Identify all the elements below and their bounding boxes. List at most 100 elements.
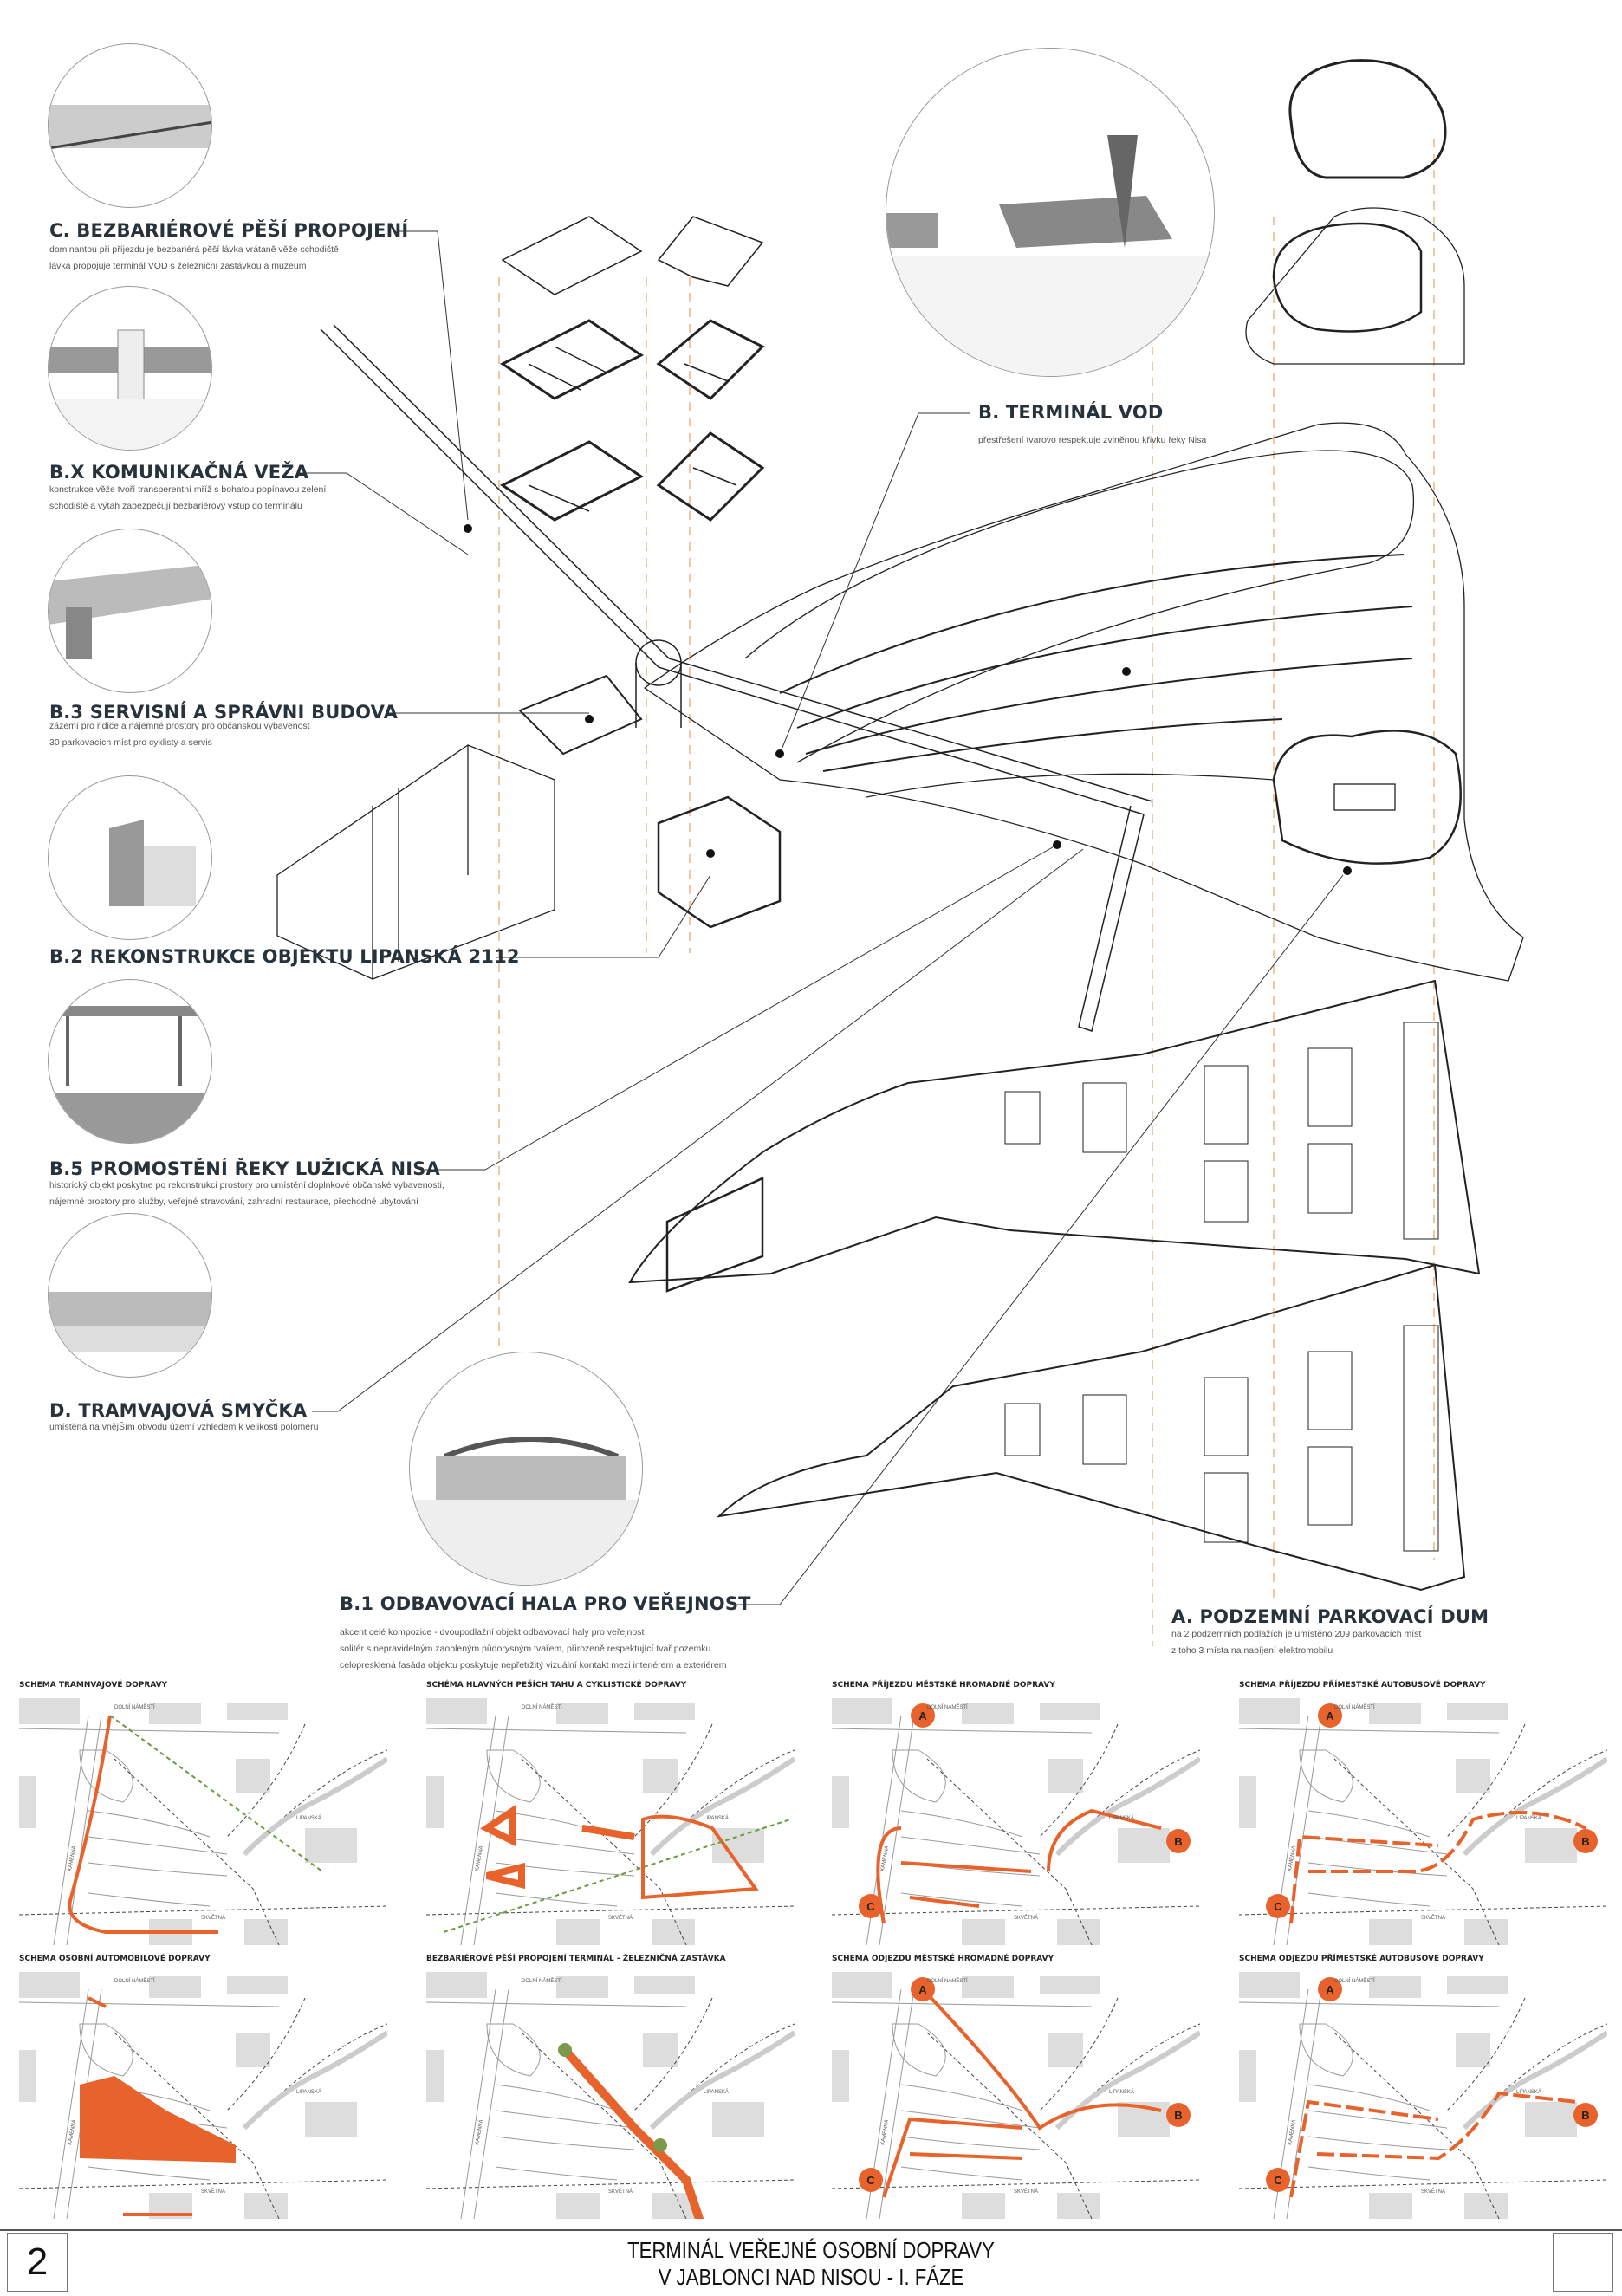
desc-b1-2: solitér s nepravidelným zaobleným půdory… [340, 1644, 711, 1654]
schema-title: SCHEMA PŘÍJEZDU PŘÍMESTSKÉ AUTOBUSOVÉ DO… [1239, 1681, 1486, 1690]
desc-c-1: dominantou při příjezdu je bezbariérá pě… [49, 244, 339, 255]
schema-panel: SCHÉMA HLAVNÝCH PEŠÍCH TAHU A CYKLISTICK… [426, 1681, 795, 1945]
schema-map: DOLNÍ NÁMĚSTÍ SKVĚTNÁ LIPANSKÁ KAMENNÁ [19, 1698, 387, 1945]
heading-b3: B.3 SERVISNÍ A SPRÁVNI BUDOVA [49, 702, 399, 723]
map-label-right: LIPANSKÁ [704, 2089, 729, 2095]
map-lines [426, 1715, 795, 1945]
heading-b: B. TERMINÁL VOD [978, 402, 1164, 423]
map-base [832, 1972, 1170, 2219]
leader-lines [299, 230, 1344, 1605]
point-c-label: C [1274, 2174, 1282, 2187]
desc-b3-1: zázemí pro řidiče a nájemné prostory pro… [49, 721, 310, 731]
map-lines [1239, 1988, 1607, 2219]
map-label-top: DOLNÍ NÁMĚSTÍ [522, 1703, 562, 1710]
pavilion-outline [1245, 59, 1465, 365]
point-a-marker: A [911, 1703, 935, 1728]
schema-map: A B C DOLNÍ NÁMĚSTÍ SKVĚTNÁ LIPANSKÁ KAM… [1239, 1698, 1607, 1945]
map-lines [19, 1715, 387, 1945]
map-label-top: DOLNÍ NÁMĚSTÍ [114, 1977, 155, 1984]
map-lines [832, 1715, 1200, 1945]
existing-buildings [276, 674, 782, 980]
photo-terminal-vod [886, 48, 1215, 377]
map-base [832, 1698, 1170, 1945]
heading-a: A. PODZEMNÍ PARKOVACÍ DUM [1171, 1606, 1489, 1627]
heading-bx: B.X KOMUNIKAČNÁ VEŽA [49, 462, 309, 483]
map-label-right: LIPANSKÁ [704, 1815, 729, 1821]
point-a-label: A [918, 1983, 927, 1996]
exploded-floor-plans [500, 216, 765, 522]
map-label-right: LIPANSKÁ [1109, 2089, 1134, 2095]
desc-c-2: lávka propojuje terminál VOD s železničn… [49, 261, 307, 271]
schema-title: SCHEMA OSOBNÍ AUTOMOBILOVÉ DOPRAVY [19, 1955, 211, 1963]
map-label-bottom: SKVĚTNÁ [1014, 2188, 1038, 2195]
map-label-bottom: SKVĚTNÁ [201, 2188, 225, 2195]
leader-dots [464, 524, 1352, 875]
photo-tram-loop [48, 1213, 212, 1378]
point-c-marker: C [859, 1894, 883, 1918]
point-a-label: A [1326, 1709, 1334, 1722]
map-label-bottom: SKVĚTNÁ [1421, 1914, 1445, 1921]
map-label-top: DOLNÍ NÁMĚSTÍ [114, 1703, 155, 1710]
photo-departure-hall [409, 1352, 643, 1586]
schema-title: BEZBARIÉROVÉ PĚŠÍ PROPOJENÍ TERMINÁL - Ž… [426, 1955, 726, 1963]
map-lines [426, 1988, 795, 2219]
map-label-bottom: SKVĚTNÁ [1014, 1914, 1038, 1921]
desc-b5-1: historický objekt poskytne po rekonstruk… [49, 1180, 444, 1190]
map-base [19, 1698, 357, 1945]
desc-b5-2: nájemné prostory pro služby, veřejné str… [49, 1197, 418, 1207]
desc-b-1: přestřešení tvarovo respektuje zvlněnou … [978, 435, 1207, 445]
schema-panel: SCHEMA PŘÍJEZDU PŘÍMESTSKÉ AUTOBUSOVÉ DO… [1239, 1681, 1607, 1945]
schema-title: SCHEMA ODJEZDU MĚSTSKÉ HROMADNÉ DOPRAVY [832, 1955, 1054, 1963]
map-label-top: DOLNÍ NÁMĚSTÍ [522, 1977, 562, 1984]
point-a-label: A [1326, 1983, 1334, 1996]
map-label-bottom: SKVĚTNÁ [608, 2188, 633, 2195]
desc-b3-2: 30 parkovacích míst pro cyklisty a servi… [49, 737, 212, 748]
point-c-marker: C [859, 2168, 883, 2192]
map-label-bottom: SKVĚTNÁ [608, 1914, 633, 1921]
map-lines [19, 1988, 387, 2219]
schema-map: DOLNÍ NÁMĚSTÍ SKVĚTNÁ LIPANSKÁ KAMENNÁ [426, 1698, 795, 1945]
schema-panel: BEZBARIÉROVÉ PĚŠÍ PROPOJENÍ TERMINÁL - Ž… [426, 1955, 795, 2219]
point-b-label: B [1174, 1835, 1182, 1848]
map-label-right: LIPANSKÁ [296, 1815, 321, 1821]
hall-b1 [1272, 730, 1462, 865]
map-label-top: DOLNÍ NÁMĚSTÍ [1334, 1977, 1375, 1984]
desc-d-1: umístěná na vnějŠím obvodu území vzhlede… [49, 1422, 319, 1432]
schema-panel: SCHEMA ODJEZDU MĚSTSKÉ HROMADNÉ DOPRAVY … [832, 1955, 1200, 2219]
schema-map: DOLNÍ NÁMĚSTÍ SKVĚTNÁ LIPANSKÁ KAMENNÁ [19, 1972, 387, 2219]
schema-map: A B C DOLNÍ NÁMĚSTÍ SKVĚTNÁ LIPANSKÁ KAM… [1239, 1972, 1607, 2219]
point-c-marker: C [1266, 2168, 1290, 2192]
map-base [426, 1972, 764, 2219]
project-title-line2: V JABLONCI NAD NISOU - I. FÁZE [658, 2264, 964, 2290]
point-b-marker: B [1166, 1829, 1191, 1853]
point-c-label: C [1274, 1900, 1282, 1913]
heading-c: C. BEZBARIÉROVÉ PĚŠÍ PROPOJENÍ [49, 220, 409, 241]
photo-service-building [48, 529, 212, 693]
schema-title: SCHEMA TRAMNVAJOVÉ DOPRAVY [19, 1681, 168, 1690]
map-label-right: LIPANSKÁ [296, 2089, 321, 2095]
point-c-label: C [866, 2174, 875, 2187]
point-b-marker: B [1166, 2103, 1191, 2127]
map-base [426, 1698, 764, 1945]
point-a-marker: A [911, 1977, 935, 2001]
map-label-bottom: SKVĚTNÁ [1421, 2188, 1445, 2195]
schema-title: SCHEMA ODJEZDU PŘÍMESTSKÉ AUTOBUSOVÉ DOP… [1239, 1955, 1484, 1963]
schema-map: A B C DOLNÍ NÁMĚSTÍ SKVĚTNÁ LIPANSKÁ KAM… [832, 1698, 1200, 1945]
photo-footbridge [48, 43, 212, 208]
photo-river-bridging [48, 979, 212, 1144]
map-lines [1239, 1715, 1607, 1945]
schema-title: SCHEMA PŘÍJEZDU MĚSTSKÉ HROMADNÉ DOPRAVY [832, 1681, 1055, 1690]
point-b-label: B [1581, 2109, 1589, 2122]
desc-bx-1: konstrukce věže tvoří transperentní mříž… [49, 484, 327, 495]
schema-title: SCHÉMA HLAVNÝCH PEŠÍCH TAHU A CYKLISTICK… [426, 1681, 687, 1690]
parking-level-1 [628, 979, 1481, 1293]
project-title: TERMINÁL VEŘEJNÉ OSOBNÍ DOPRAVY V JABLON… [490, 2237, 1132, 2291]
desc-b1-1: akcent celé kompozice - dvoupodlažní obj… [340, 1627, 645, 1638]
map-base [1239, 1698, 1577, 1945]
footer-divider [0, 2229, 1622, 2231]
terminal-site [643, 422, 1524, 982]
stamp-box [1553, 2233, 1613, 2292]
photo-lipanska-building [48, 775, 212, 940]
photo-communication-tower [48, 286, 212, 451]
